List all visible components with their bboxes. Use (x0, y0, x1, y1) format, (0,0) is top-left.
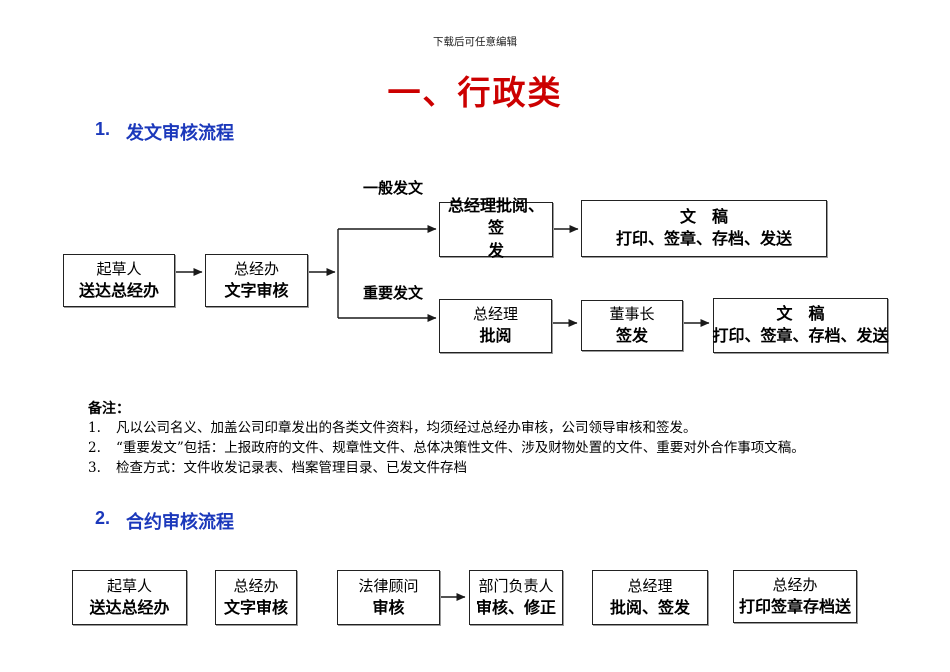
box-line2: 打印签章存档送 (738, 598, 851, 616)
note-item: 3. 检查方式：文件收发记录表、档案管理目录、已发文件存档 (88, 458, 928, 478)
flow1-box-doc-important: 文 稿 打印、签章、存档、发送 (712, 298, 889, 353)
box-line2: 批阅、签发 (609, 599, 690, 617)
section2-title: 合约审核流程 (126, 512, 235, 532)
box-line1: 文 稿 (776, 305, 825, 323)
box-line1: 总经办 (233, 259, 279, 278)
box-line1: 部门负责人 (478, 576, 554, 595)
box-line2: 批阅 (479, 328, 512, 345)
box-line2: 发 (487, 243, 504, 260)
note-text: “重要发文”包括：上报政府的文件、规章性文件、总体决策性文件、涉及财物处置的文件… (116, 440, 805, 456)
notes-block: 备注： 1. 凡以公司名义、加盖公司印章发出的各类文件资料，均须经过总经办审核，… (88, 399, 928, 478)
box-line1: 董事长 (609, 304, 655, 323)
box-line1: 总经办 (233, 576, 279, 595)
flow1-box-doc-general: 文 稿 打印、签章、存档、发送 (581, 200, 827, 257)
box-line1: 文 稿 (679, 208, 728, 226)
watermark-text: 下载后可任意编辑 (433, 36, 517, 48)
box-line1: 起草人 (106, 576, 152, 595)
note-text: 检查方式：文件收发记录表、档案管理目录、已发文件存档 (116, 460, 467, 476)
box-line2: 审核、修正 (475, 599, 556, 617)
flow2-box-gm-office-review: 总经办 文字审核 (215, 570, 297, 625)
box-line2: 送达总经办 (78, 282, 159, 300)
section1-title: 发文审核流程 (126, 123, 235, 143)
section1-number: 1. (95, 119, 111, 139)
flow1-box-gm-review: 总经理 批阅 (439, 299, 552, 353)
box-line1: 总经理 (627, 576, 673, 595)
page-title: 一、行政类 (387, 74, 563, 111)
flow1-box-gm-office-review: 总经办 文字审核 (205, 254, 308, 307)
note-item: 1. 凡以公司名义、加盖公司印章发出的各类文件资料，均须经过总经办审核，公司领导… (88, 418, 928, 438)
note-item: 2. “重要发文”包括：上报政府的文件、规章性文件、总体决策性文件、涉及财物处置… (88, 438, 928, 458)
branch-label-general: 一般发文 (363, 179, 424, 197)
box-line2: 送达总经办 (89, 599, 170, 617)
notes-label: 备注： (88, 400, 130, 416)
flow2-box-dept-head-review: 部门负责人 审核、修正 (469, 570, 563, 625)
section2-heading: 2. 合约审核流程 (95, 508, 234, 534)
flow1-box-gm-approve-sign: 总经理批阅、签 发 (439, 198, 553, 260)
section1-heading: 1. 发文审核流程 (95, 119, 234, 145)
box-line1: 总经理批阅、签 (447, 198, 544, 237)
flow2-box-drafter: 起草人 送达总经办 (72, 570, 187, 625)
section2-number: 2. (95, 508, 111, 528)
note-number: 1. (88, 420, 101, 436)
note-number: 3. (88, 460, 101, 476)
flow2-box-gm-approve-sign: 总经理 批阅、签发 (592, 570, 708, 625)
box-line2: 文字审核 (223, 599, 288, 617)
box-line2: 文字审核 (224, 282, 289, 300)
note-number: 2. (88, 440, 101, 456)
box-line1: 总经办 (772, 575, 818, 594)
box-line2: 签发 (615, 327, 648, 345)
box-line2: 审核 (372, 599, 405, 617)
flow1-box-chairman-sign: 董事长 签发 (581, 300, 683, 351)
box-line1: 法律顾问 (358, 576, 419, 595)
note-text: 凡以公司名义、加盖公司印章发出的各类文件资料，均须经过总经办审核，公司领导审核和… (116, 420, 697, 436)
branch-label-important: 重要发文 (363, 284, 424, 302)
box-line1: 起草人 (96, 259, 142, 278)
box-line2: 打印、签章、存档、发送 (615, 230, 792, 248)
box-line1: 总经理 (472, 305, 518, 323)
flow1-box-drafter: 起草人 送达总经办 (63, 254, 175, 307)
flow2-box-gm-office-archive: 总经办 打印签章存档送 (733, 570, 857, 623)
box-line2: 打印、签章、存档、发送 (712, 327, 889, 345)
flow2-box-legal-review: 法律顾问 审核 (337, 570, 440, 625)
